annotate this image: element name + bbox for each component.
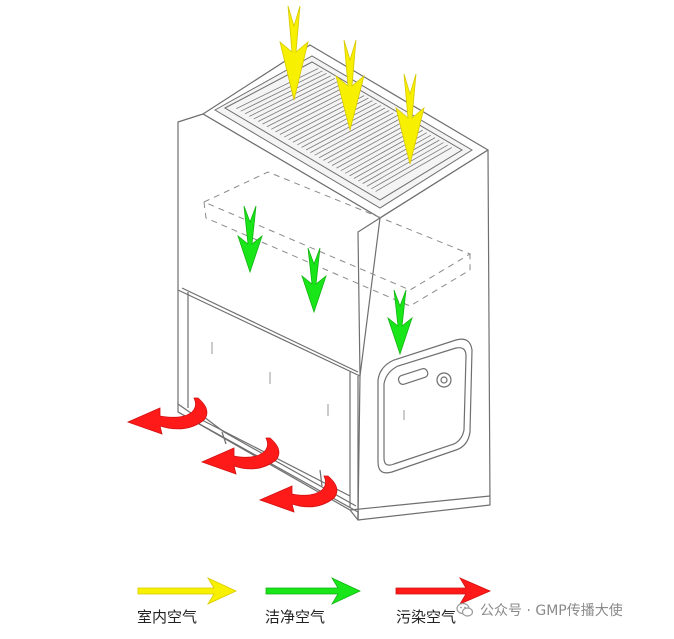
grille-slot (366, 142, 444, 187)
legend-arrow-contaminated-air (395, 577, 492, 605)
grille-slot (262, 82, 344, 125)
grille-slot (249, 75, 331, 117)
contaminated-air-arrow (200, 437, 280, 475)
legend-arrows (137, 577, 492, 605)
legend-label-room-air: 室内空气 (137, 608, 198, 626)
grille-slot (371, 144, 448, 190)
grille-slot (305, 107, 386, 151)
room-air-arrow (395, 73, 425, 165)
filter-plane (202, 171, 472, 307)
grille-slot (244, 73, 327, 115)
grille-slot (236, 68, 319, 109)
grille-slot (314, 112, 394, 156)
legend-label-clean-air: 洁净空气 (265, 608, 326, 626)
contaminated-air-arrow (126, 397, 208, 435)
grille-slot (323, 117, 402, 161)
legend-arrow-room-air (137, 577, 237, 605)
wechat-icon (456, 602, 474, 617)
legend-arrow-clean-air (265, 577, 361, 605)
sash-marks (211, 342, 405, 420)
grille-slot (358, 137, 436, 182)
grille-slot (270, 87, 352, 130)
room-air-arrows (279, 5, 425, 165)
grille-slot (297, 102, 377, 146)
grille-slot (310, 110, 390, 153)
room-air-arrow (335, 39, 365, 132)
grille-slot (318, 115, 398, 159)
clean-air-arrows (237, 205, 413, 356)
grille-slot (336, 124, 415, 169)
watermark-text: 公众号 · GMP传播大使 (480, 603, 623, 619)
grille-slot (331, 122, 411, 166)
grille-slot (327, 120, 407, 164)
hepa-grille (213, 55, 473, 209)
legend-label-contaminated-air: 污染空气 (396, 608, 457, 626)
room-air-arrow (279, 5, 309, 101)
clean-air-arrow (301, 247, 327, 314)
contaminated-air-arrows (126, 397, 338, 513)
grille-slot (301, 105, 382, 148)
watermark: 公众号 · GMP传播大使 (456, 600, 623, 620)
grille-slot (362, 139, 440, 184)
grille-slot (292, 100, 373, 143)
grille-slot (257, 80, 340, 122)
grille-slot (353, 134, 432, 179)
clean-air-arrow (387, 289, 413, 356)
contaminated-air-arrow (258, 475, 338, 513)
side-window (377, 338, 473, 474)
grille-slot (266, 85, 348, 128)
grille-slot (240, 70, 323, 112)
clean-air-arrow (237, 205, 263, 274)
grille-slot (375, 147, 453, 192)
